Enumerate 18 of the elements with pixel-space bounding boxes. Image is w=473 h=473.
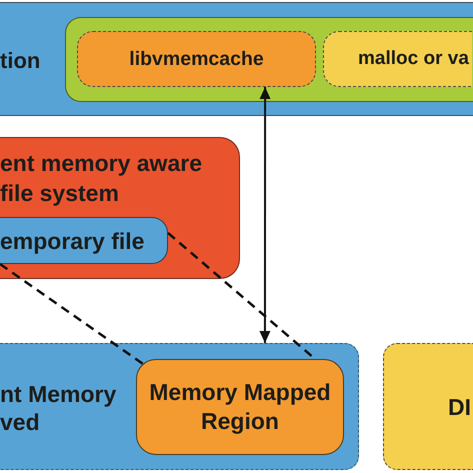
- double-arrow: [259, 87, 271, 343]
- box-label: emporary file: [0, 226, 144, 254]
- box-label: DI: [448, 392, 471, 420]
- box-label: Memory Mapped Region: [148, 378, 332, 436]
- dashed-box: [323, 31, 472, 87]
- dashed-box: [383, 343, 473, 470]
- layer-band: [0, 2, 473, 116]
- rounded-box: [136, 359, 344, 455]
- box-label: tion: [0, 48, 40, 74]
- dashed-box: [0, 343, 359, 470]
- box-label: ent memory aware file system: [0, 149, 203, 208]
- box-label: malloc or va: [358, 47, 469, 71]
- rounded-box: [0, 217, 168, 264]
- dashed-box: [77, 31, 316, 87]
- box-label: nt Memory ved: [0, 380, 118, 436]
- rounded-box: [0, 137, 240, 279]
- box-label: libvmemcache: [129, 47, 264, 71]
- group-box: [65, 17, 473, 102]
